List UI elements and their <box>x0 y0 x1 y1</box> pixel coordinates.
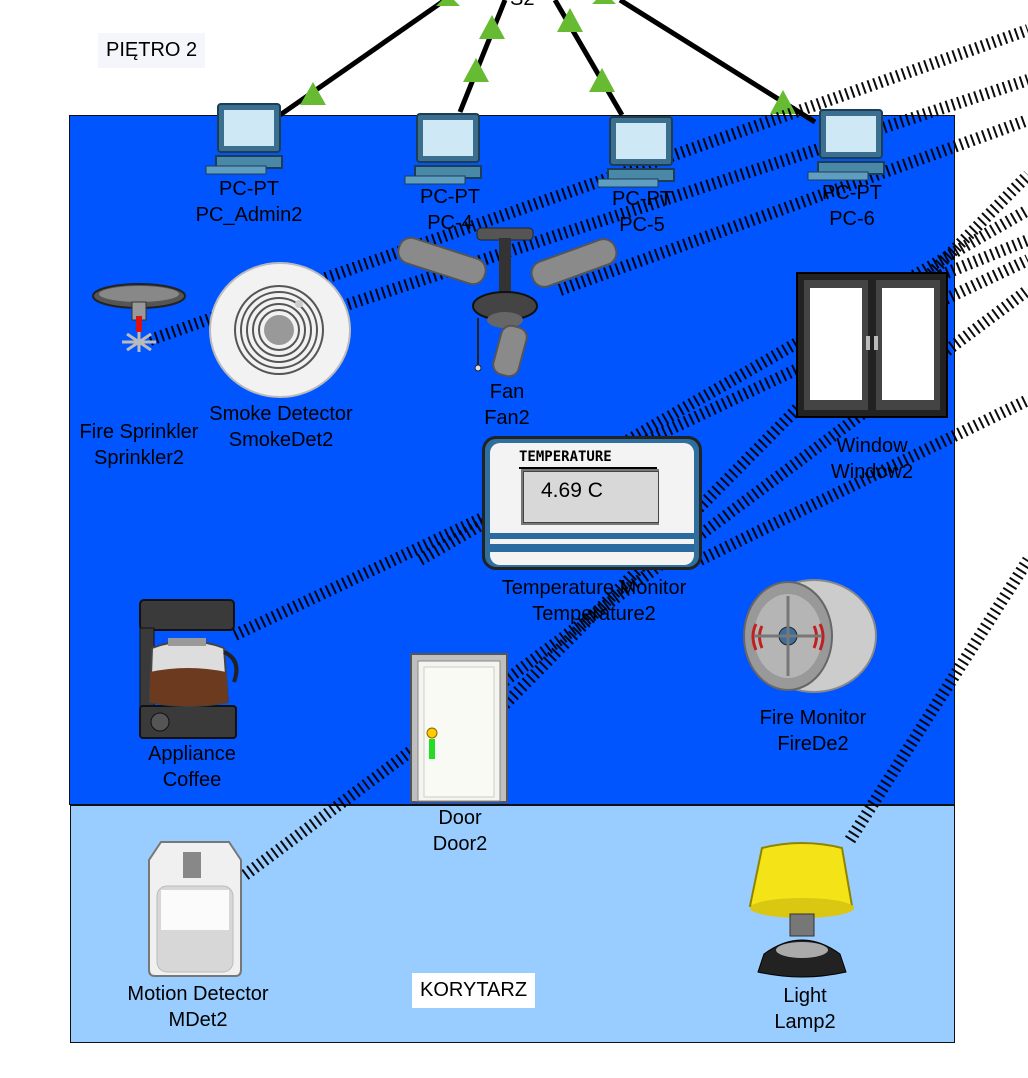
link-up-icon <box>300 82 326 105</box>
fire-sprinkler-icon[interactable] <box>92 280 186 360</box>
motion-detector-icon[interactable] <box>147 840 243 978</box>
corridor-label: KORYTARZ <box>412 973 536 1008</box>
lamp-label: Light Lamp2 <box>774 983 835 1035</box>
link-up-icon <box>592 0 616 4</box>
device-type: Fire Monitor <box>759 707 867 729</box>
device-type: Fan <box>489 381 525 403</box>
device-name: PC-6 <box>829 208 875 230</box>
pc4-label: PC-PT PC-4 <box>420 184 480 236</box>
device-type: PC-PT <box>420 186 480 208</box>
fire-monitor-label: Fire Monitor FireDe2 <box>760 705 867 757</box>
pc6-icon[interactable] <box>807 106 898 186</box>
cable-pc6 <box>618 0 817 125</box>
cable-pc5 <box>552 0 625 117</box>
coffee-maker-icon[interactable] <box>138 598 242 740</box>
link-up-icon <box>436 0 460 6</box>
coffee-label: Appliance Coffee <box>148 741 236 793</box>
ceiling-fan-icon[interactable] <box>395 227 620 378</box>
device-type: Door <box>438 807 482 829</box>
smoke-detector-icon[interactable] <box>209 262 351 398</box>
cable-pc4 <box>457 0 508 113</box>
link-up-icon <box>557 8 583 32</box>
smoke-detector-label: Smoke Detector SmokeDet2 <box>209 401 352 453</box>
device-type: Motion Detector <box>127 983 269 1005</box>
link-up-icon <box>589 68 615 92</box>
sprinkler-label: Fire Sprinkler Sprinkler2 <box>80 419 199 471</box>
link-up-icon <box>479 15 505 39</box>
device-name: Lamp2 <box>774 1011 836 1033</box>
lamp-icon[interactable] <box>746 842 858 982</box>
pc-admin2-icon[interactable] <box>205 100 296 180</box>
device-type: PC-PT <box>219 178 279 200</box>
window-label: Window Window2 <box>831 433 913 485</box>
device-name: PC-4 <box>427 212 473 234</box>
device-name: Door2 <box>432 833 488 855</box>
fire-monitor-icon[interactable] <box>742 578 878 694</box>
fan-label: Fan Fan2 <box>484 379 530 431</box>
device-type: Fire Sprinkler <box>79 421 199 443</box>
device-name: Coffee <box>162 769 222 791</box>
temperature-monitor-icon[interactable]: TEMPERATURE 4.69 C <box>482 436 702 570</box>
ethernet-cables <box>278 0 817 125</box>
device-name: PC_Admin2 <box>195 204 303 226</box>
pc5-icon[interactable] <box>597 113 688 193</box>
temperature-reading: 4.69 C <box>541 479 603 502</box>
device-type: PC-PT <box>822 182 882 204</box>
device-type: Appliance <box>148 743 236 765</box>
device-type: Smoke Detector <box>209 403 353 425</box>
temperature-label: Temperature Monitor Temperature2 <box>502 575 687 627</box>
motion-detector-label: Motion Detector MDet2 <box>127 981 268 1033</box>
device-type: Temperature Monitor <box>501 577 687 599</box>
link-status-indicators <box>300 0 796 114</box>
device-type: Window <box>836 435 908 457</box>
pc-admin2-label: PC-PT PC_Admin2 <box>196 176 303 228</box>
switch-label: S2 <box>510 0 534 11</box>
pc5-label: PC-PT PC-5 <box>612 186 672 238</box>
link-up-icon <box>463 58 489 82</box>
device-type: PC-PT <box>612 188 672 210</box>
device-name: PC-5 <box>619 214 665 236</box>
device-name: Fan2 <box>484 407 530 429</box>
device-name: Window2 <box>830 461 914 483</box>
cable-pc-admin2 <box>278 0 447 118</box>
pc6-label: PC-PT PC-6 <box>822 180 882 232</box>
device-name: FireDe2 <box>777 733 849 755</box>
door-label: Door Door2 <box>433 805 487 857</box>
pc4-icon[interactable] <box>404 110 495 190</box>
window-icon[interactable] <box>796 272 948 418</box>
device-name: Sprinkler2 <box>93 447 185 469</box>
device-name: SmokeDet2 <box>228 429 334 451</box>
device-name: Temperature2 <box>532 603 656 625</box>
device-type: Light <box>783 985 827 1007</box>
door-icon[interactable] <box>410 653 508 803</box>
link-up-icon <box>770 90 796 114</box>
floor-label: PIĘTRO 2 <box>98 33 206 68</box>
temperature-header: TEMPERATURE <box>519 449 612 465</box>
device-name: MDet2 <box>168 1009 228 1031</box>
